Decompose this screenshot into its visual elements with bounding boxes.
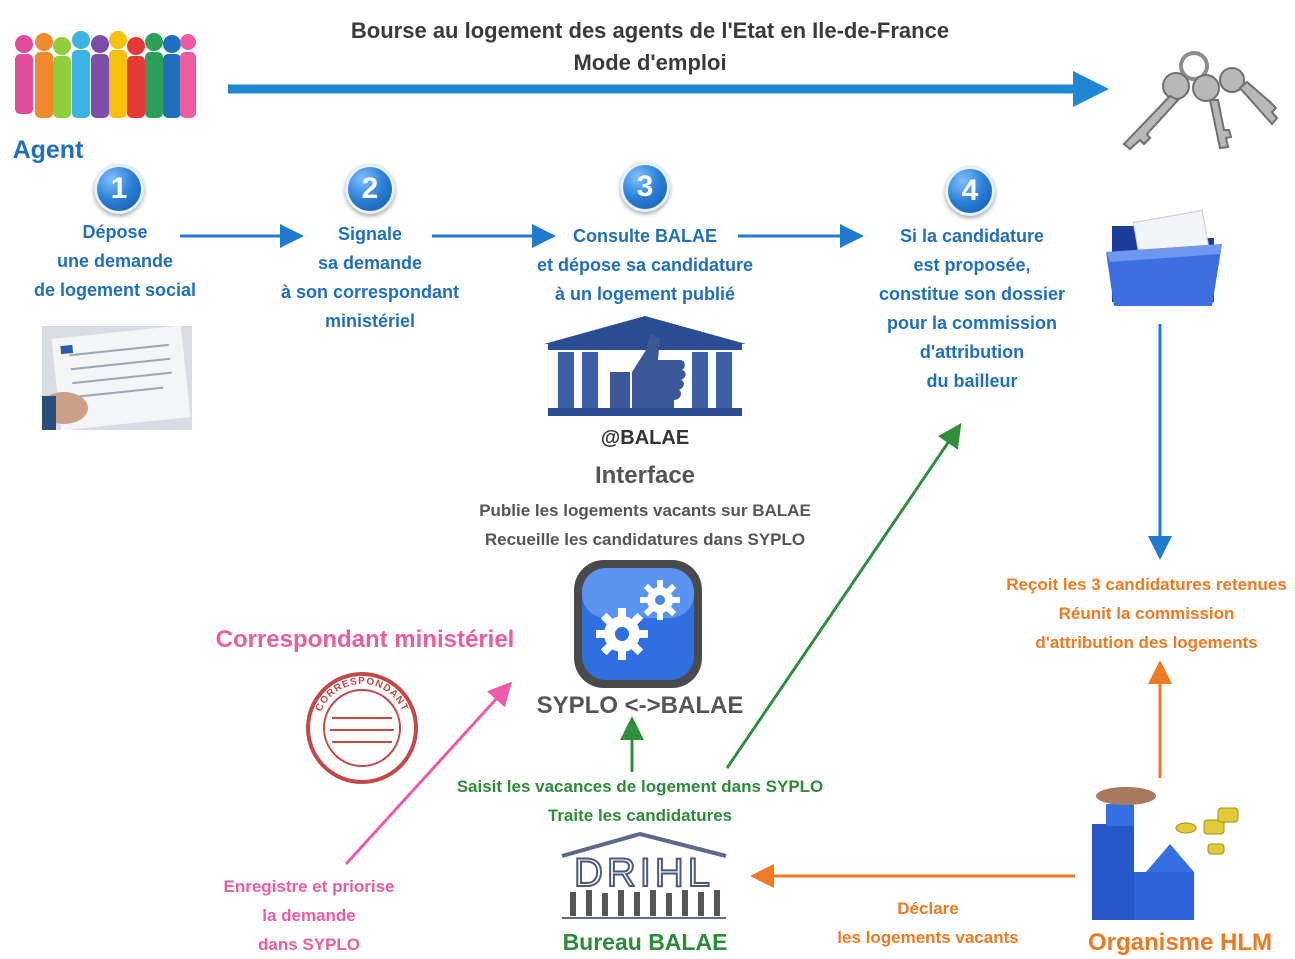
- stamp-icon: CORRESPONDANT: [306, 672, 418, 784]
- agent-label: Agent: [12, 136, 84, 164]
- drihl-logo-icon: DRIHL: [561, 831, 727, 919]
- step-1-line: Dépose: [82, 222, 148, 242]
- step-1-line: une demande: [56, 251, 174, 271]
- step-4-line: pour la commission: [886, 313, 1058, 333]
- step-4-line: d'attribution: [919, 342, 1025, 362]
- step-3-line: Consulte BALAE: [573, 226, 717, 246]
- step-4-badge: 4: [945, 166, 995, 216]
- folder-icon: [1106, 209, 1222, 306]
- interface-description: Publie les logements vacants sur BALAE R…: [440, 496, 850, 554]
- correspondant-action-line: Enregistre et priorise: [223, 877, 395, 896]
- correspondant-action-line: dans SYPLO: [257, 935, 361, 954]
- step-2-text: Signale sa demande à son correspondant m…: [270, 220, 470, 336]
- hlm-action-line: Reçoit les 3 candidatures retenues: [1006, 575, 1287, 594]
- bureau-actions: Saisit les vacances de logement dans SYP…: [440, 772, 840, 830]
- temple-thumbs-up-icon: [544, 316, 746, 416]
- step-2-badge: 2: [345, 164, 395, 214]
- drihl-logo-text: DRIHL: [574, 851, 714, 895]
- step-1-badge: 1: [94, 164, 144, 214]
- people-silhouettes-icon: [15, 31, 196, 118]
- step-1-line: de logement social: [33, 280, 197, 300]
- hlm-declares: Déclare les logements vacants: [818, 894, 1038, 952]
- correspondant-actions: Enregistre et priorise la demande dans S…: [200, 872, 418, 959]
- step-4-line: constitue son dossier: [878, 284, 1066, 304]
- sync-label: SYPLO <->BALAE: [536, 692, 744, 719]
- correspondant-action-line: la demande: [262, 906, 356, 925]
- diagram-title: Bourse au logement des agents de l'Etat …: [350, 18, 950, 43]
- interface-line: Publie les logements vacants sur BALAE: [479, 501, 811, 520]
- arrow-correspondant-to-interface: [344, 681, 513, 866]
- step-4-line: Si la candidature: [899, 226, 1045, 246]
- blocks-building-icon: [1092, 787, 1239, 920]
- interface-title: Interface: [594, 462, 696, 489]
- bureau-label: Bureau BALAE: [562, 929, 728, 955]
- step-3-text: Consulte BALAE et dépose sa candidature …: [520, 222, 770, 309]
- step-2-line: à son correspondant: [280, 282, 460, 302]
- step-3-badge: 3: [620, 162, 670, 212]
- keys-icon: [1122, 51, 1279, 151]
- hlm-label: Organisme HLM: [1087, 929, 1273, 956]
- step-2-line: ministériel: [324, 311, 416, 331]
- bureau-action-line: Traite les candidatures: [547, 806, 733, 825]
- step-4-text: Si la candidature est proposée, constitu…: [862, 222, 1082, 396]
- step-2-line: Signale: [337, 224, 403, 244]
- step-1-text: Dépose une demande de logement social: [20, 218, 210, 305]
- step-2-line: sa demande: [317, 253, 423, 273]
- hlm-declares-line: les logements vacants: [837, 928, 1019, 947]
- hlm-declares-line: Déclare: [897, 899, 959, 918]
- step-3-line: et dépose sa candidature: [536, 255, 754, 275]
- step-3-line: à un logement publié: [554, 284, 735, 304]
- gears-icon: [574, 560, 702, 688]
- step-4-line: du bailleur: [926, 371, 1018, 391]
- hlm-action-line: d'attribution des logements: [1035, 633, 1258, 652]
- bureau-action-line: Saisit les vacances de logement dans SYP…: [456, 777, 824, 796]
- interface-line: Recueille les candidatures dans SYPLO: [484, 530, 806, 549]
- arrow-bureau-to-step4: [725, 423, 962, 769]
- step-4-line: est proposée,: [913, 255, 1031, 275]
- form-document-icon: [42, 326, 192, 430]
- diagram-subtitle: Mode d'emploi: [573, 50, 727, 75]
- hlm-action-line: Réunit la commission: [1058, 604, 1235, 623]
- hlm-actions: Reçoit les 3 candidatures retenues Réuni…: [998, 570, 1295, 657]
- stamp-text: CORRESPONDANT: [314, 676, 410, 713]
- correspondant-label: Correspondant ministériel: [215, 626, 515, 653]
- svg-text:CORRESPONDANT: CORRESPONDANT: [314, 676, 411, 713]
- balae-handle: @BALAE: [600, 427, 690, 449]
